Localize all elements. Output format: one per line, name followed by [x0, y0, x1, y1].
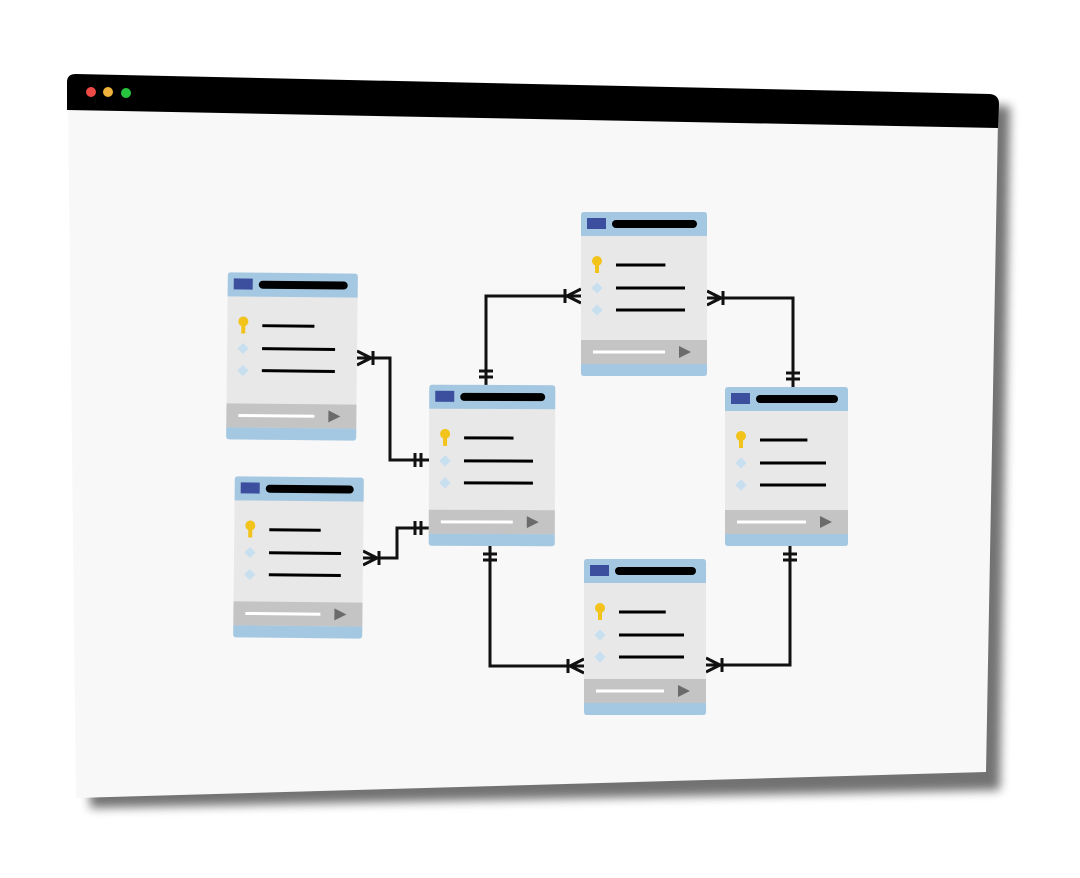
table-card-left-bottom[interactable]: [233, 476, 364, 639]
table-icon: [587, 218, 606, 229]
card-bottom-band: [233, 625, 363, 639]
crowfoot-marker: [569, 664, 585, 675]
diamond-icon: [735, 457, 747, 469]
maximize-dot-icon[interactable]: [121, 88, 131, 98]
card-body: [233, 476, 364, 639]
table-icon: [233, 278, 253, 290]
table-card-right[interactable]: [725, 387, 848, 546]
diamond-icon: [237, 364, 249, 377]
relationship-right-top: [706, 289, 800, 387]
relationship-line: [707, 296, 795, 387]
table-cards: [226, 212, 848, 715]
crowfoot-marker: [362, 556, 378, 567]
relationship-right-bottom: [705, 546, 797, 674]
relationship-line: [484, 294, 581, 385]
crowfoot-marker: [706, 289, 722, 300]
card-bottom-band: [581, 364, 707, 376]
play-arrow-icon[interactable]: [820, 516, 832, 528]
diamond-icon: [591, 304, 603, 316]
relationship-lines: [356, 287, 800, 675]
relationship-center-top: [479, 287, 582, 385]
footer-scroll-bar: [245, 611, 321, 616]
card-bottom-band: [428, 533, 555, 547]
diamond-icon: [594, 629, 606, 641]
card-body: [725, 387, 848, 546]
diamond-icon: [735, 479, 747, 491]
crowfoot-marker: [566, 287, 582, 298]
crowfoot-marker: [569, 657, 585, 668]
window-titlebar: [67, 74, 999, 128]
crowfoot-marker: [706, 296, 722, 307]
play-arrow-icon[interactable]: [679, 346, 691, 358]
crowfoot-marker: [362, 549, 378, 560]
crowfoot-marker: [356, 356, 372, 367]
crowfoot-marker: [356, 349, 372, 360]
card-bottom-band: [226, 427, 357, 441]
field-row: [262, 347, 336, 351]
minimize-dot-icon[interactable]: [103, 87, 113, 97]
relationship-line: [488, 546, 584, 668]
diamond-icon: [244, 546, 256, 559]
field-row: [269, 551, 342, 555]
crowfoot-marker: [705, 663, 721, 674]
table-icon: [731, 393, 750, 404]
table-card-left-top[interactable]: [226, 272, 358, 441]
card-bottom-band: [725, 534, 848, 546]
play-arrow-icon[interactable]: [526, 516, 539, 529]
diamond-icon: [439, 477, 451, 489]
table-card-top[interactable]: [581, 212, 707, 376]
key-icon: [736, 431, 746, 448]
field-row: [262, 324, 315, 328]
card-body: [584, 559, 706, 715]
relationship-left-bottom-center: [362, 521, 429, 567]
table-card-center[interactable]: [428, 384, 556, 547]
crowfoot-marker: [705, 656, 721, 667]
table-card-bottom[interactable]: [584, 559, 706, 715]
key-icon: [440, 428, 451, 446]
key-icon: [595, 603, 605, 620]
table-icon: [435, 390, 455, 402]
play-arrow-icon[interactable]: [678, 685, 690, 697]
play-arrow-icon[interactable]: [328, 410, 341, 423]
key-icon: [238, 316, 249, 334]
card-body: [581, 212, 707, 376]
field-row: [269, 528, 321, 532]
diamond-icon: [439, 455, 451, 467]
footer-scroll-bar: [238, 413, 315, 418]
crowfoot-marker: [566, 294, 582, 305]
relationship-left-top-center: [356, 349, 429, 467]
card-body: [226, 272, 358, 441]
diamond-icon: [591, 282, 603, 294]
field-row: [268, 573, 341, 577]
table-icon: [590, 565, 609, 576]
close-dot-icon[interactable]: [86, 87, 96, 97]
relationship-line: [706, 546, 792, 667]
key-icon: [592, 256, 602, 273]
table-icon: [240, 482, 260, 494]
field-row: [261, 369, 335, 373]
table-title-bar: [258, 280, 348, 290]
play-arrow-icon[interactable]: [334, 608, 347, 621]
relationship-center-bottom: [483, 546, 585, 675]
diamond-icon: [244, 568, 256, 581]
table-title-bar: [265, 484, 354, 494]
card-bottom-band: [584, 703, 706, 715]
diamond-icon: [594, 651, 606, 663]
card-body: [428, 384, 556, 547]
diamond-icon: [237, 342, 249, 355]
key-icon: [245, 520, 256, 538]
